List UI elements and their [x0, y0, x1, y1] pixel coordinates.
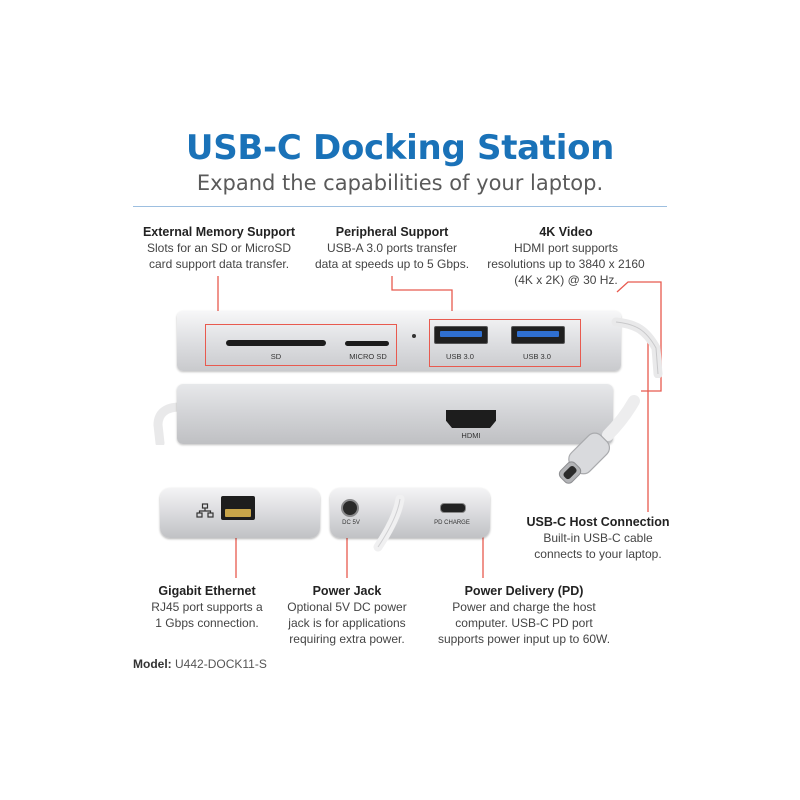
- callout-video-title: 4K Video: [539, 225, 593, 239]
- callout-host: USB-C Host Connection Built-in USB-C cab…: [518, 514, 678, 562]
- header-divider: [133, 206, 667, 207]
- network-icon: [196, 503, 214, 519]
- top-cable: [611, 317, 663, 378]
- micro-sd-slot[interactable]: [345, 341, 389, 346]
- rj45-port[interactable]: [221, 496, 255, 520]
- callout-ethernet-line1: RJ45 port supports a: [151, 600, 263, 614]
- hdmi-label: HDMI: [461, 431, 481, 440]
- callout-pd-line1: Power and charge the host: [452, 600, 596, 614]
- callout-video-line3: (4K x 2K) @ 30 Hz.: [514, 273, 618, 287]
- dc-jack[interactable]: [341, 499, 359, 517]
- callout-peripheral: Peripheral Support USB-A 3.0 ports trans…: [306, 224, 478, 272]
- callout-peripheral-line2: data at speeds up to 5 Gbps.: [314, 257, 470, 271]
- callout-peripheral-line1: USB-A 3.0 ports transfer: [326, 241, 458, 255]
- usb-port-1[interactable]: [434, 326, 488, 344]
- model-number: Model: U442-DOCK11-S: [133, 657, 267, 671]
- model-value: U442-DOCK11-S: [175, 657, 267, 671]
- callout-power-jack-line3: requiring extra power.: [289, 632, 405, 646]
- dc-label: DC 5V: [342, 520, 360, 526]
- bottom-left-cable: [153, 402, 185, 445]
- callout-video: 4K Video HDMI port supports resolutions …: [478, 224, 654, 288]
- usbc-pd-port[interactable]: [440, 503, 466, 513]
- callout-ethernet-line2: 1 Gbps connection.: [155, 616, 259, 630]
- callout-peripheral-title: Peripheral Support: [335, 225, 449, 239]
- callout-host-title: USB-C Host Connection: [526, 515, 670, 529]
- leader-video: [616, 281, 662, 392]
- callout-host-line1: Built-in USB-C cable: [543, 531, 653, 545]
- pd-charge-label: PD CHARGE: [434, 520, 470, 526]
- callout-memory-line1: Slots for an SD or MicroSD: [146, 241, 292, 255]
- callout-pd-line2: computer. USB-C PD port: [455, 616, 593, 630]
- usb-highlight: [429, 319, 581, 367]
- leader-peripheral: [391, 276, 453, 319]
- model-label: Model:: [133, 657, 172, 671]
- power-cable: [373, 495, 405, 552]
- micro-sd-label: MICRO SD: [349, 352, 387, 361]
- callout-pd-title: Power Delivery (PD): [464, 584, 584, 598]
- callout-power-jack: Power Jack Optional 5V DC power jack is …: [280, 583, 414, 647]
- callout-video-line1: HDMI port supports: [513, 241, 619, 255]
- usbc-host-cable: [558, 395, 640, 484]
- callout-memory: External Memory Support Slots for an SD …: [135, 224, 303, 272]
- callout-power-jack-line2: jack is for applications: [288, 616, 406, 630]
- sd-slot[interactable]: [226, 340, 326, 346]
- callout-memory-line2: card support data transfer.: [148, 257, 290, 271]
- usb-port-2-label: USB 3.0: [523, 352, 551, 361]
- dock-bottom-view: [177, 384, 613, 444]
- callout-power-jack-line1: Optional 5V DC power: [287, 600, 407, 614]
- hdmi-port[interactable]: [446, 410, 496, 428]
- status-led: [412, 334, 416, 338]
- sd-label: SD: [270, 352, 282, 361]
- card-slot-highlight: [205, 324, 397, 366]
- callout-ethernet: Gigabit Ethernet RJ45 port supports a 1 …: [130, 583, 284, 631]
- callout-ethernet-title: Gigabit Ethernet: [158, 584, 256, 598]
- callout-memory-title: External Memory Support: [142, 225, 296, 239]
- callout-power-jack-title: Power Jack: [312, 584, 382, 598]
- callout-pd-line3: supports power input up to 60W.: [437, 632, 611, 646]
- callout-pd: Power Delivery (PD) Power and charge the…: [418, 583, 630, 647]
- page-subtitle: Expand the capabilities of your laptop.: [196, 171, 604, 195]
- page-title: USB-C Docking Station: [185, 128, 615, 168]
- callout-host-line2: connects to your laptop.: [534, 547, 662, 561]
- usb-port-2[interactable]: [511, 326, 565, 344]
- usb-port-1-label: USB 3.0: [446, 352, 474, 361]
- callout-video-line2: resolutions up to 3840 x 2160: [487, 257, 645, 271]
